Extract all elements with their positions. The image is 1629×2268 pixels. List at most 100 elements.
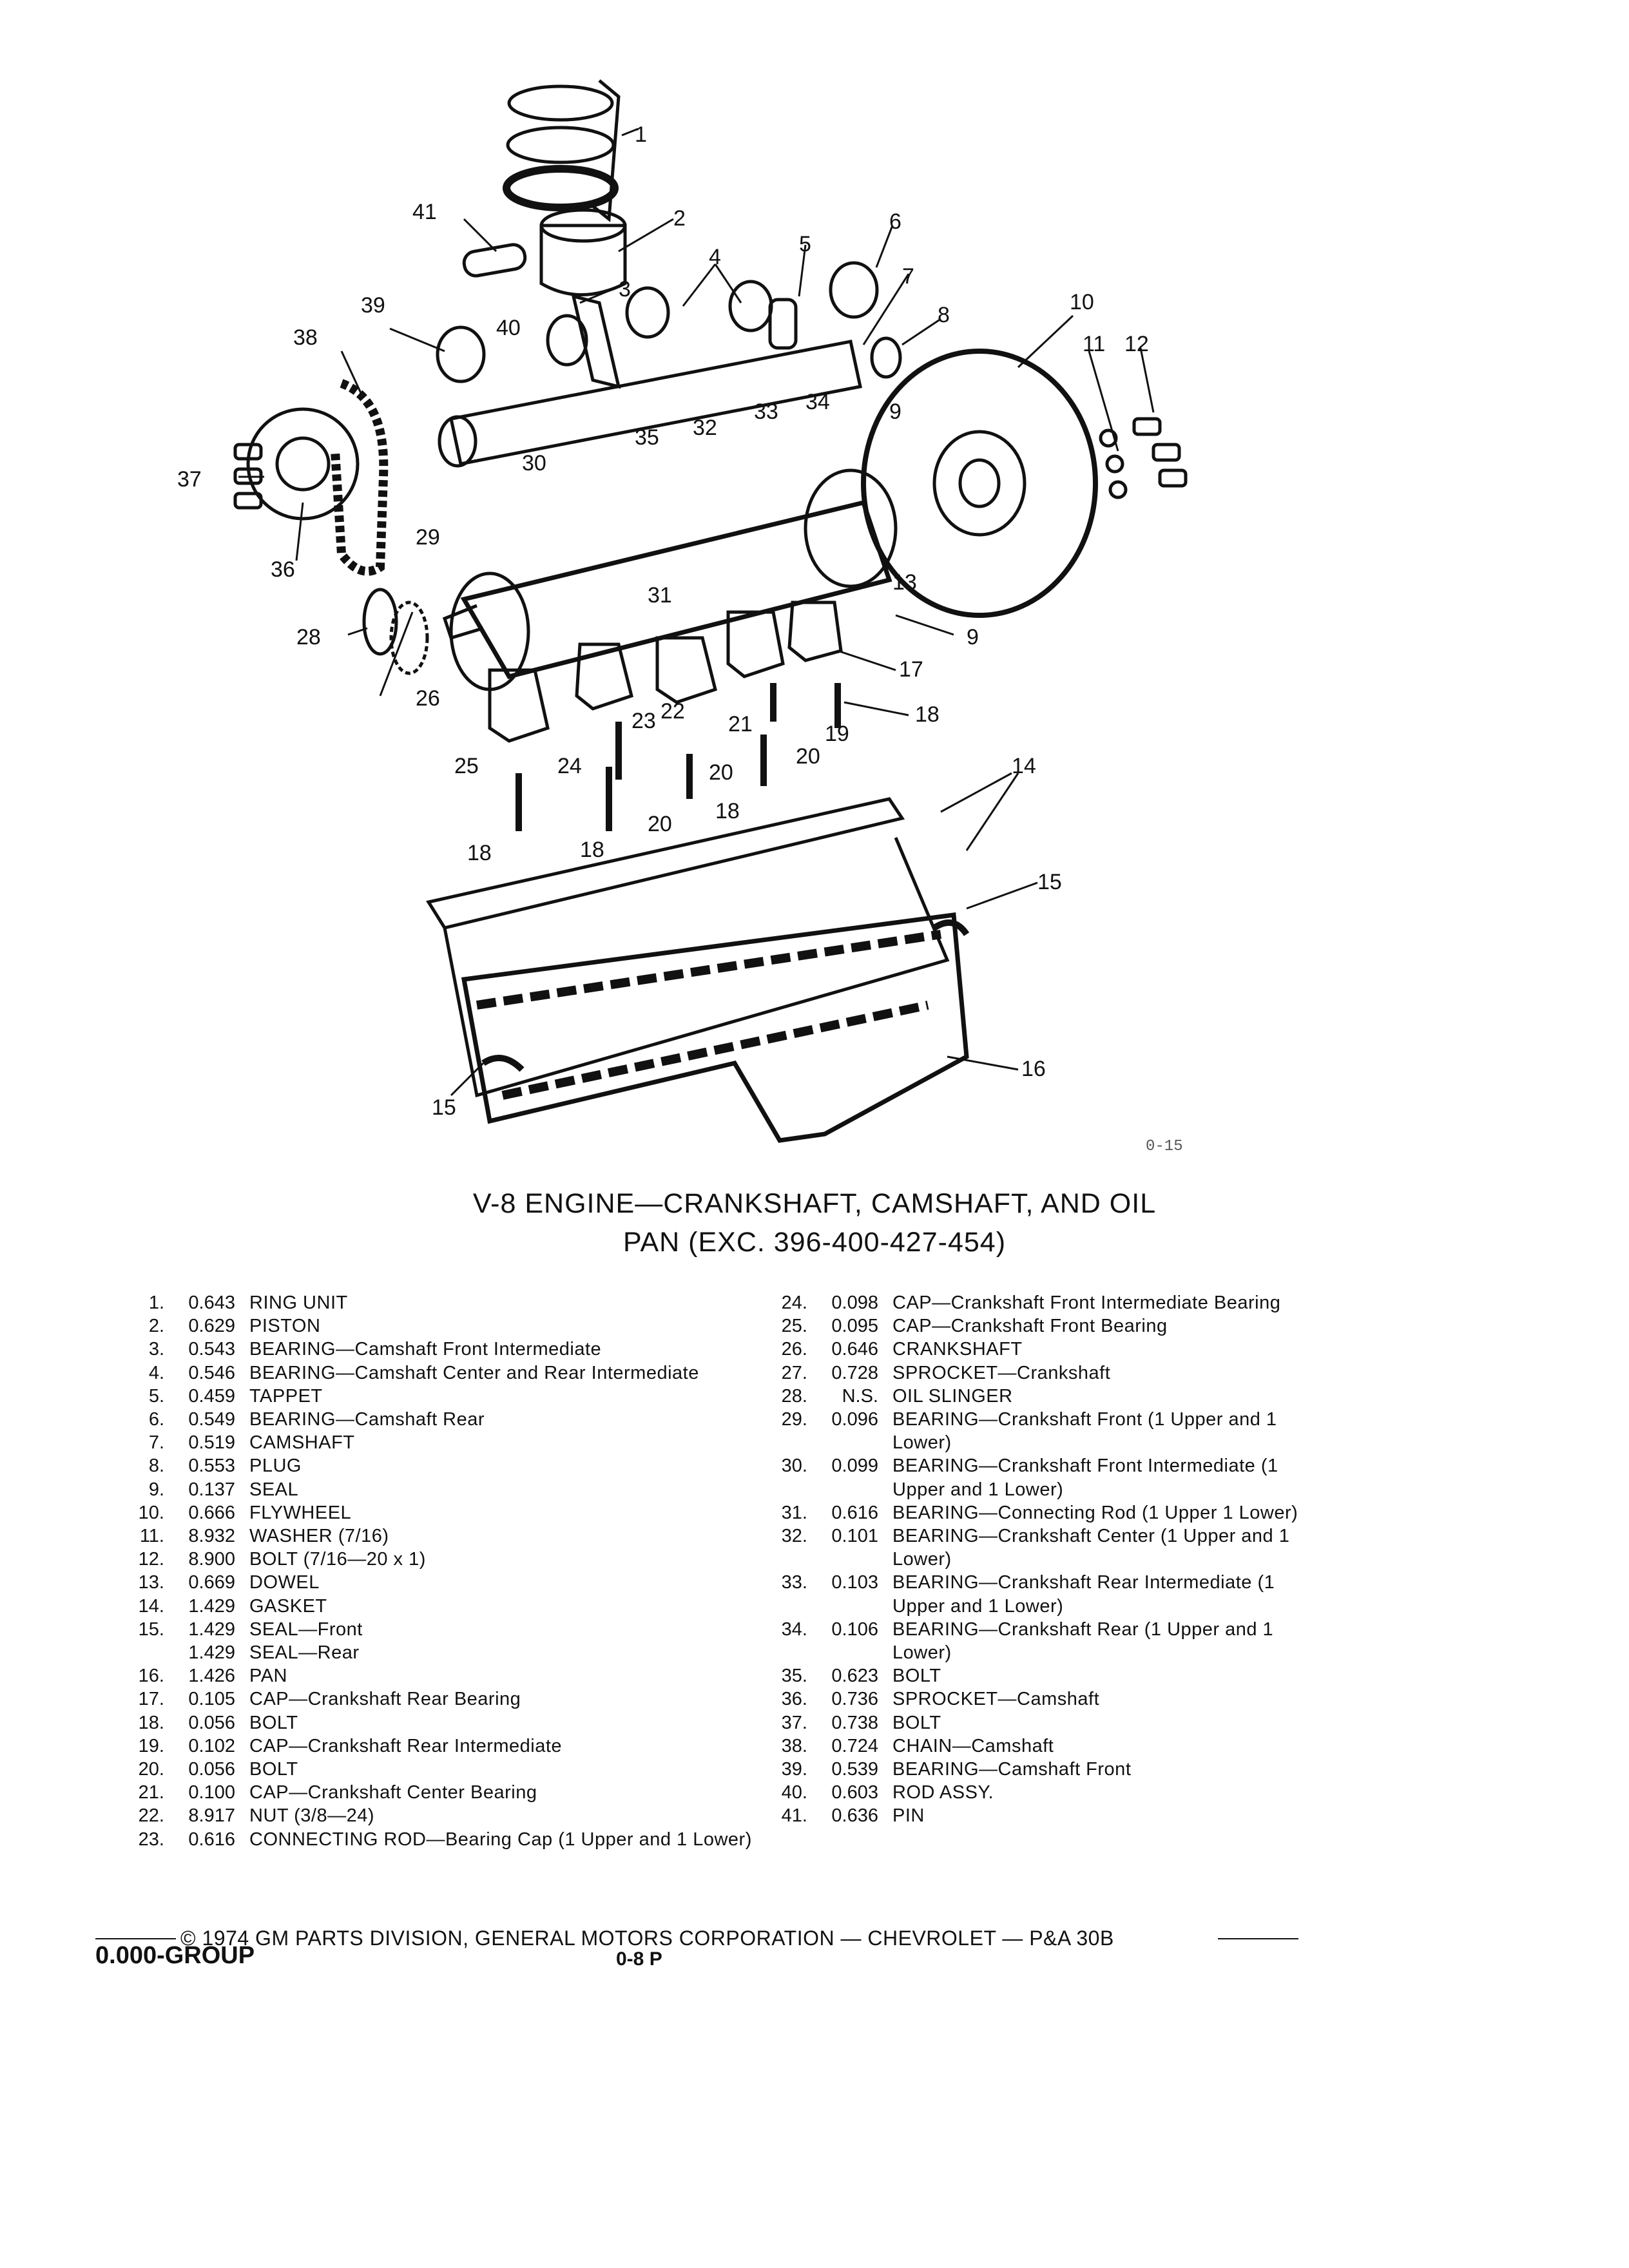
callout-20: 20 — [796, 744, 820, 769]
part-desc: BEARING—Camshaft Rear — [249, 1409, 485, 1430]
page-number: 0-8 P — [616, 1948, 662, 1970]
callout-30: 30 — [522, 451, 546, 476]
part-code: 0.646 — [831, 1339, 878, 1360]
part-desc: SEAL — [249, 1479, 299, 1500]
callout-6: 6 — [889, 209, 901, 234]
part-code: 1.429 — [188, 1642, 235, 1664]
part-num: 34. — [781, 1619, 807, 1640]
part-num: 30. — [781, 1456, 807, 1477]
part-code: 0.137 — [188, 1479, 235, 1500]
part-num: 12. — [138, 1549, 164, 1570]
part-num: 26. — [781, 1339, 807, 1360]
plug — [870, 336, 902, 379]
part-num: 27. — [781, 1362, 807, 1383]
part-code: 0.519 — [188, 1432, 235, 1454]
callout-11: 11 — [1083, 332, 1105, 356]
part-desc: CONNECTING ROD—Bearing Cap (1 Upper and … — [249, 1829, 752, 1850]
part-num: 29. — [781, 1409, 807, 1430]
part-num: 28. — [781, 1385, 807, 1407]
part-desc: CHAIN—Camshaft — [892, 1735, 1054, 1756]
part-num: 13. — [138, 1572, 164, 1593]
callout-24: 24 — [557, 754, 582, 778]
title-line-1: V-8 ENGINE—CRANKSHAFT, CAMSHAFT, AND OIL — [472, 1188, 1157, 1219]
callout-36: 36 — [271, 557, 295, 582]
callout-9b: 9 — [967, 625, 979, 649]
part-code: 0.643 — [188, 1293, 235, 1313]
callout-16: 16 — [1021, 1057, 1046, 1081]
parts-row: 28.N.S.OIL SLINGER — [764, 1385, 1318, 1408]
part-num: 7. — [148, 1432, 164, 1454]
part-desc: BEARING—Crankshaft Center (1 Upper and 1… — [892, 1526, 1290, 1570]
piston-ring-1 — [507, 84, 614, 122]
part-desc: BOLT — [892, 1666, 941, 1687]
leader-lines — [238, 128, 1155, 1097]
callout-15b: 15 — [432, 1095, 456, 1120]
callout-10: 10 — [1070, 290, 1094, 314]
part-code: 0.459 — [188, 1385, 235, 1407]
part-num: 17. — [138, 1689, 164, 1710]
part-num: 5. — [148, 1385, 164, 1407]
part-code: 0.056 — [188, 1712, 235, 1733]
part-code: 0.098 — [831, 1293, 878, 1313]
callout-41: 41 — [412, 200, 437, 224]
part-desc: BOLT (7/16—20 x 1) — [249, 1549, 426, 1570]
part-code: 0.738 — [831, 1712, 878, 1733]
group-label: 0.000-GROUP — [95, 1942, 255, 1969]
callout-8: 8 — [938, 303, 950, 327]
part-code: 0.629 — [188, 1316, 235, 1337]
callout-18c: 18 — [580, 838, 604, 862]
callout-37: 37 — [177, 467, 202, 492]
callout-14: 14 — [1012, 754, 1036, 778]
part-desc: PLUG — [249, 1456, 302, 1477]
callout-3: 3 — [619, 277, 631, 302]
part-desc: PAN — [249, 1666, 287, 1687]
timing-chain — [331, 379, 389, 576]
part-code: 0.724 — [831, 1735, 878, 1756]
part-num: 38. — [781, 1735, 807, 1756]
callout-32: 32 — [693, 416, 717, 440]
part-code: 0.106 — [831, 1619, 878, 1640]
callout-18d: 18 — [715, 799, 740, 823]
part-code: 0.666 — [188, 1502, 235, 1523]
callout-22: 22 — [660, 699, 685, 724]
callout-9: 9 — [889, 399, 901, 424]
part-desc: BEARING—Connecting Rod (1 Upper 1 Lower) — [892, 1502, 1298, 1523]
camshaft-sprocket — [246, 407, 360, 521]
part-desc: CAP—Crankshaft Rear Intermediate — [249, 1735, 563, 1756]
part-num: 10. — [138, 1502, 164, 1523]
parts-row: 38. 0.724 CHAIN—Camshaft — [764, 1735, 1318, 1758]
tappet — [768, 298, 798, 350]
part-num: 3. — [148, 1339, 164, 1360]
part-code: 8.932 — [188, 1526, 235, 1547]
part-num: 21. — [138, 1782, 164, 1803]
part-desc: PISTON — [249, 1316, 321, 1337]
cap-front — [488, 668, 550, 743]
part-num: 25. — [781, 1316, 807, 1337]
callout-31: 31 — [648, 583, 672, 608]
part-num: 4. — [148, 1362, 164, 1383]
callout-33: 33 — [754, 399, 778, 424]
part-desc: BEARING—Camshaft Front Intermediate — [249, 1339, 602, 1360]
wrist-pin — [462, 243, 527, 278]
